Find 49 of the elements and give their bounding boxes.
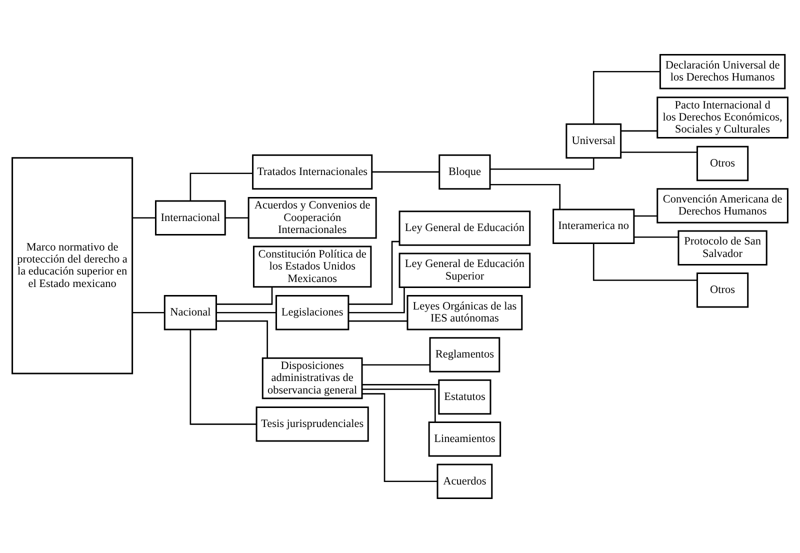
node-box: Tratados Internacionales — [252, 154, 373, 190]
connector — [348, 320, 408, 322]
node-box: Ley General de Educación Superior — [398, 252, 531, 288]
connector — [190, 330, 256, 425]
node-box: Declaración Universal de los Derechos Humanos — [659, 54, 786, 90]
connector — [634, 236, 678, 238]
connector — [190, 172, 252, 201]
connector — [225, 217, 248, 219]
node-box: Estatutos — [438, 379, 492, 415]
connector — [592, 243, 698, 281]
connector — [216, 320, 268, 358]
node-box: Pacto Internacional d los Derechos Económicos, Sociales y Culturales — [656, 96, 788, 138]
node-box: Lineamientos — [428, 422, 502, 457]
node-box: Constitución Política de los Estados Unidos Mexicanos — [252, 246, 372, 288]
node-box: Convención Americana de Derechos Humanos — [656, 188, 788, 224]
connector — [132, 312, 164, 314]
node-box: Protocolo de San Salvador — [678, 230, 768, 266]
node-box: Bloque — [438, 154, 491, 190]
connector — [592, 70, 660, 124]
connector — [372, 171, 440, 173]
connector — [362, 364, 430, 366]
connector — [490, 158, 594, 170]
node-box: Tesis jurisprudenciales — [256, 406, 369, 442]
node-box: Legislaciones — [275, 294, 350, 330]
node-box: Interamerica no — [552, 208, 635, 244]
node-box: Universal — [566, 123, 622, 159]
connector — [634, 215, 658, 217]
connector — [362, 388, 436, 422]
node-box: Marco normativo de protección del derecho a la educación superior en el Estado mexicano — [12, 157, 134, 374]
node-box: Reglamentos — [429, 337, 500, 372]
connector — [620, 130, 658, 132]
connector — [490, 184, 561, 210]
node-box: Ley General de Educación — [398, 210, 531, 246]
node-box: Internacional — [155, 200, 226, 236]
connector — [216, 312, 276, 314]
connector — [348, 287, 405, 314]
connector — [362, 384, 439, 386]
node-box: Nacional — [164, 294, 217, 330]
connector — [348, 240, 400, 305]
node-box: Disposiciones administrativas de observancia general — [262, 357, 363, 400]
node-box: Otros — [696, 272, 749, 308]
connector — [362, 393, 438, 482]
connector — [132, 217, 156, 219]
connector — [620, 152, 697, 153]
node-box: Otros — [696, 146, 749, 182]
node-box: Leyes Orgánicas de las IES autónomas — [406, 294, 523, 330]
node-box: Acuerdos y Convenios de Cooperación Internacionales — [248, 197, 377, 239]
node-box: Acuerdos — [436, 464, 493, 499]
connector — [216, 287, 273, 305]
